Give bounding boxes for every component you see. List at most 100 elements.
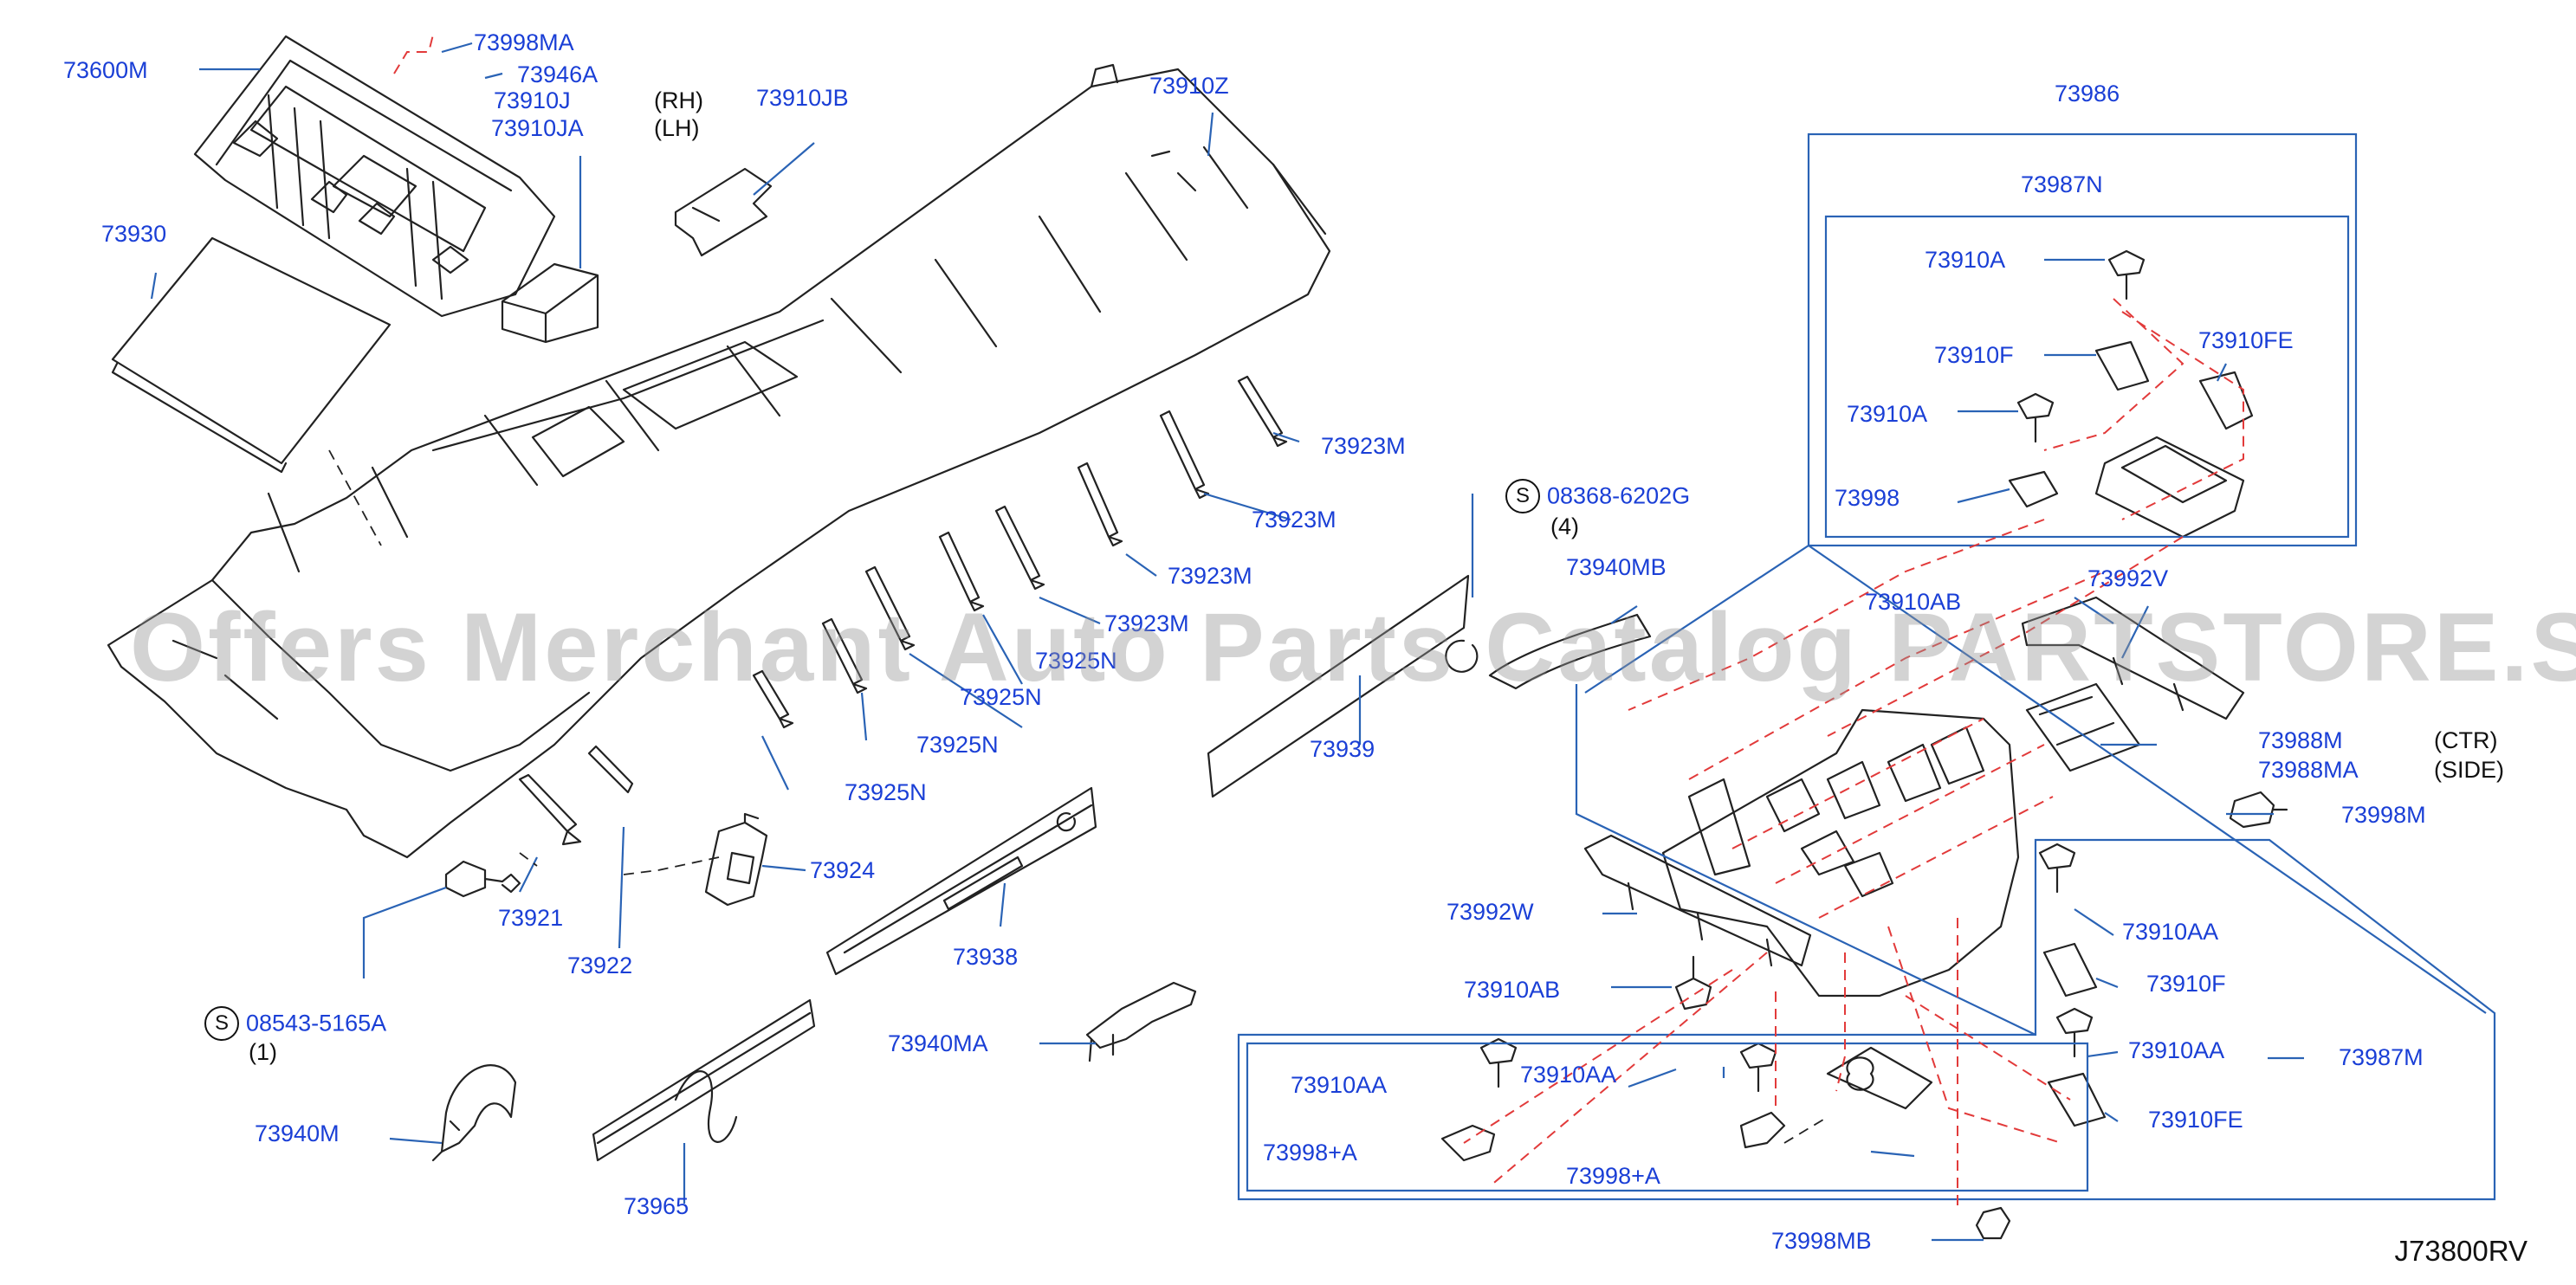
label-08543-5165A: 08543-5165A: [246, 1010, 387, 1036]
label-73910AA-4[interactable]: 73910AA: [2128, 1037, 2225, 1063]
s-symbol-icon: S: [204, 1006, 239, 1041]
label-73925N-4[interactable]: 73925N: [845, 779, 927, 805]
label-73910J[interactable]: 73910J: [494, 87, 571, 113]
watermark-text: Offers Merchant Auto Parts Catalog PARTS…: [130, 593, 2576, 701]
s-symbol-icon: S: [1505, 479, 1540, 513]
label-rh: (RH): [654, 87, 703, 113]
label-73910AB-2[interactable]: 73910AB: [1464, 977, 1561, 1003]
assembly-box-73987M: [1237, 838, 2496, 1201]
label-73946A[interactable]: 73946A: [517, 61, 599, 87]
label-73923M-2[interactable]: 73923M: [1252, 507, 1337, 533]
clip-73998-upper: [2008, 470, 2059, 508]
label-73910AA-1[interactable]: 73910AA: [1291, 1072, 1388, 1098]
label-73940M[interactable]: 73940M: [255, 1120, 340, 1146]
label-side: (SIDE): [2434, 757, 2504, 783]
label-73986[interactable]: 73986: [2055, 81, 2120, 107]
label-73940MB[interactable]: 73940MB: [1566, 554, 1667, 580]
assembly-box-73987N: [1824, 215, 2350, 539]
lamp-lens-lower: [1826, 1046, 1933, 1110]
label-lh: (LH): [654, 115, 700, 141]
label-73600M[interactable]: 73600M: [63, 57, 148, 83]
label-73910A-2[interactable]: 73910A: [1847, 401, 1928, 427]
clip-73910FE-lower: [2047, 1072, 2107, 1127]
label-73910AA-3[interactable]: 73910AA: [2122, 919, 2219, 945]
label-73987M[interactable]: 73987M: [2339, 1044, 2424, 1070]
screw-73910A-1: [2107, 249, 2146, 300]
label-73923M-1[interactable]: 73923M: [1321, 433, 1406, 459]
screw-ref-08543[interactable]: S 08543-5165A: [204, 1006, 386, 1041]
label-73910F-1[interactable]: 73910F: [1934, 342, 2014, 368]
label-73910AA-2[interactable]: 73910AA: [1520, 1062, 1617, 1088]
label-73923M-3[interactable]: 73923M: [1168, 563, 1252, 589]
label-73910F-2[interactable]: 73910F: [2146, 971, 2226, 997]
clip-73998A-2: [1739, 1111, 1786, 1149]
diagram-code: J73800RV: [2394, 1235, 2527, 1267]
label-73998MA[interactable]: 73998MA: [474, 29, 574, 55]
assist-grip-73940MB: [1445, 613, 1652, 690]
clip-73998A-1: [1440, 1124, 1496, 1162]
label-08368-6202G: 08368-6202G: [1547, 482, 1691, 509]
screw-73910AA-4: [2055, 1007, 2094, 1058]
label-73998[interactable]: 73998: [1835, 485, 1900, 511]
assembly-box-73986: [1807, 132, 2358, 547]
sill-strip-73939: [1207, 574, 1470, 798]
label-73998A-1[interactable]: 73998+A: [1263, 1140, 1357, 1166]
headliner-panel: [107, 63, 1331, 859]
label-73925N-1[interactable]: 73925N: [1035, 648, 1117, 674]
clip-bracket-jb: [674, 167, 773, 257]
bracket-73924: [704, 812, 768, 907]
bracket-73992V: [2021, 596, 2245, 720]
label-73923M-4[interactable]: 73923M: [1104, 610, 1189, 636]
rear-parcel-shelf-trim: [193, 35, 556, 318]
label-73938[interactable]: 73938: [953, 944, 1019, 970]
assist-grip-73940MA: [1085, 981, 1197, 1062]
headliner-straps: [518, 375, 1288, 846]
label-73910FE-2[interactable]: 73910FE: [2148, 1107, 2243, 1133]
label-73998A-2[interactable]: 73998+A: [1566, 1163, 1660, 1189]
label-73924[interactable]: 73924: [810, 857, 876, 883]
assist-grip-73940M: [431, 1064, 517, 1162]
label-73988M[interactable]: 73988M: [2258, 727, 2343, 753]
parcel-shelf-mat: [111, 236, 392, 465]
label-73922[interactable]: 73922: [567, 952, 633, 978]
screw-ref-08368[interactable]: S 08368-6202G: [1505, 479, 1690, 513]
screw-73910A-2: [2016, 392, 2055, 443]
label-08368-qty: (4): [1550, 513, 1579, 539]
label-73921[interactable]: 73921: [498, 905, 564, 931]
label-73925N-3[interactable]: 73925N: [916, 732, 999, 758]
weatherstrip-73965: [592, 998, 816, 1162]
push-clip-73921: [444, 860, 521, 898]
screw-73910AA-2: [1739, 1042, 1777, 1093]
label-73910JB[interactable]: 73910JB: [756, 85, 849, 111]
label-73940MA[interactable]: 73940MA: [888, 1030, 988, 1056]
screw-73910AA-3: [2038, 843, 2076, 894]
label-73987N[interactable]: 73987N: [2021, 171, 2103, 197]
bracket-73992W: [1583, 834, 1812, 967]
label-73992V[interactable]: 73992V: [2087, 565, 2169, 591]
label-73910FE-1[interactable]: 73910FE: [2198, 327, 2294, 353]
label-73910Z[interactable]: 73910Z: [1149, 73, 1229, 99]
clip-73910AB: [1674, 955, 1712, 1011]
clip-73910F-upper: [2094, 340, 2150, 391]
label-73939[interactable]: 73939: [1310, 736, 1375, 762]
screw-73910AA-1: [1479, 1037, 1518, 1088]
map-lamp-housing: [2094, 436, 2245, 539]
garnish-73938: [825, 786, 1097, 976]
overhead-console: [1661, 708, 2020, 998]
label-73930[interactable]: 73930: [101, 221, 167, 247]
label-73910AB-1[interactable]: 73910AB: [1865, 589, 1962, 615]
label-73910A-1[interactable]: 73910A: [1925, 247, 2006, 273]
label-73998MB[interactable]: 73998MB: [1771, 1228, 1872, 1254]
label-73910JA[interactable]: 73910JA: [491, 115, 584, 141]
label-ctr: (CTR): [2434, 727, 2498, 753]
label-08543-qty: (1): [249, 1039, 277, 1065]
label-73988MA[interactable]: 73988MA: [2258, 757, 2359, 783]
clip-73998MB: [1975, 1206, 2011, 1240]
label-73998M[interactable]: 73998M: [2341, 802, 2426, 828]
label-73925N-2[interactable]: 73925N: [960, 684, 1042, 710]
label-73965[interactable]: 73965: [624, 1193, 689, 1219]
clip-73910F-lower: [2042, 942, 2098, 998]
clip-73910FE-upper: [2198, 371, 2254, 430]
label-73992W[interactable]: 73992W: [1447, 899, 1534, 925]
